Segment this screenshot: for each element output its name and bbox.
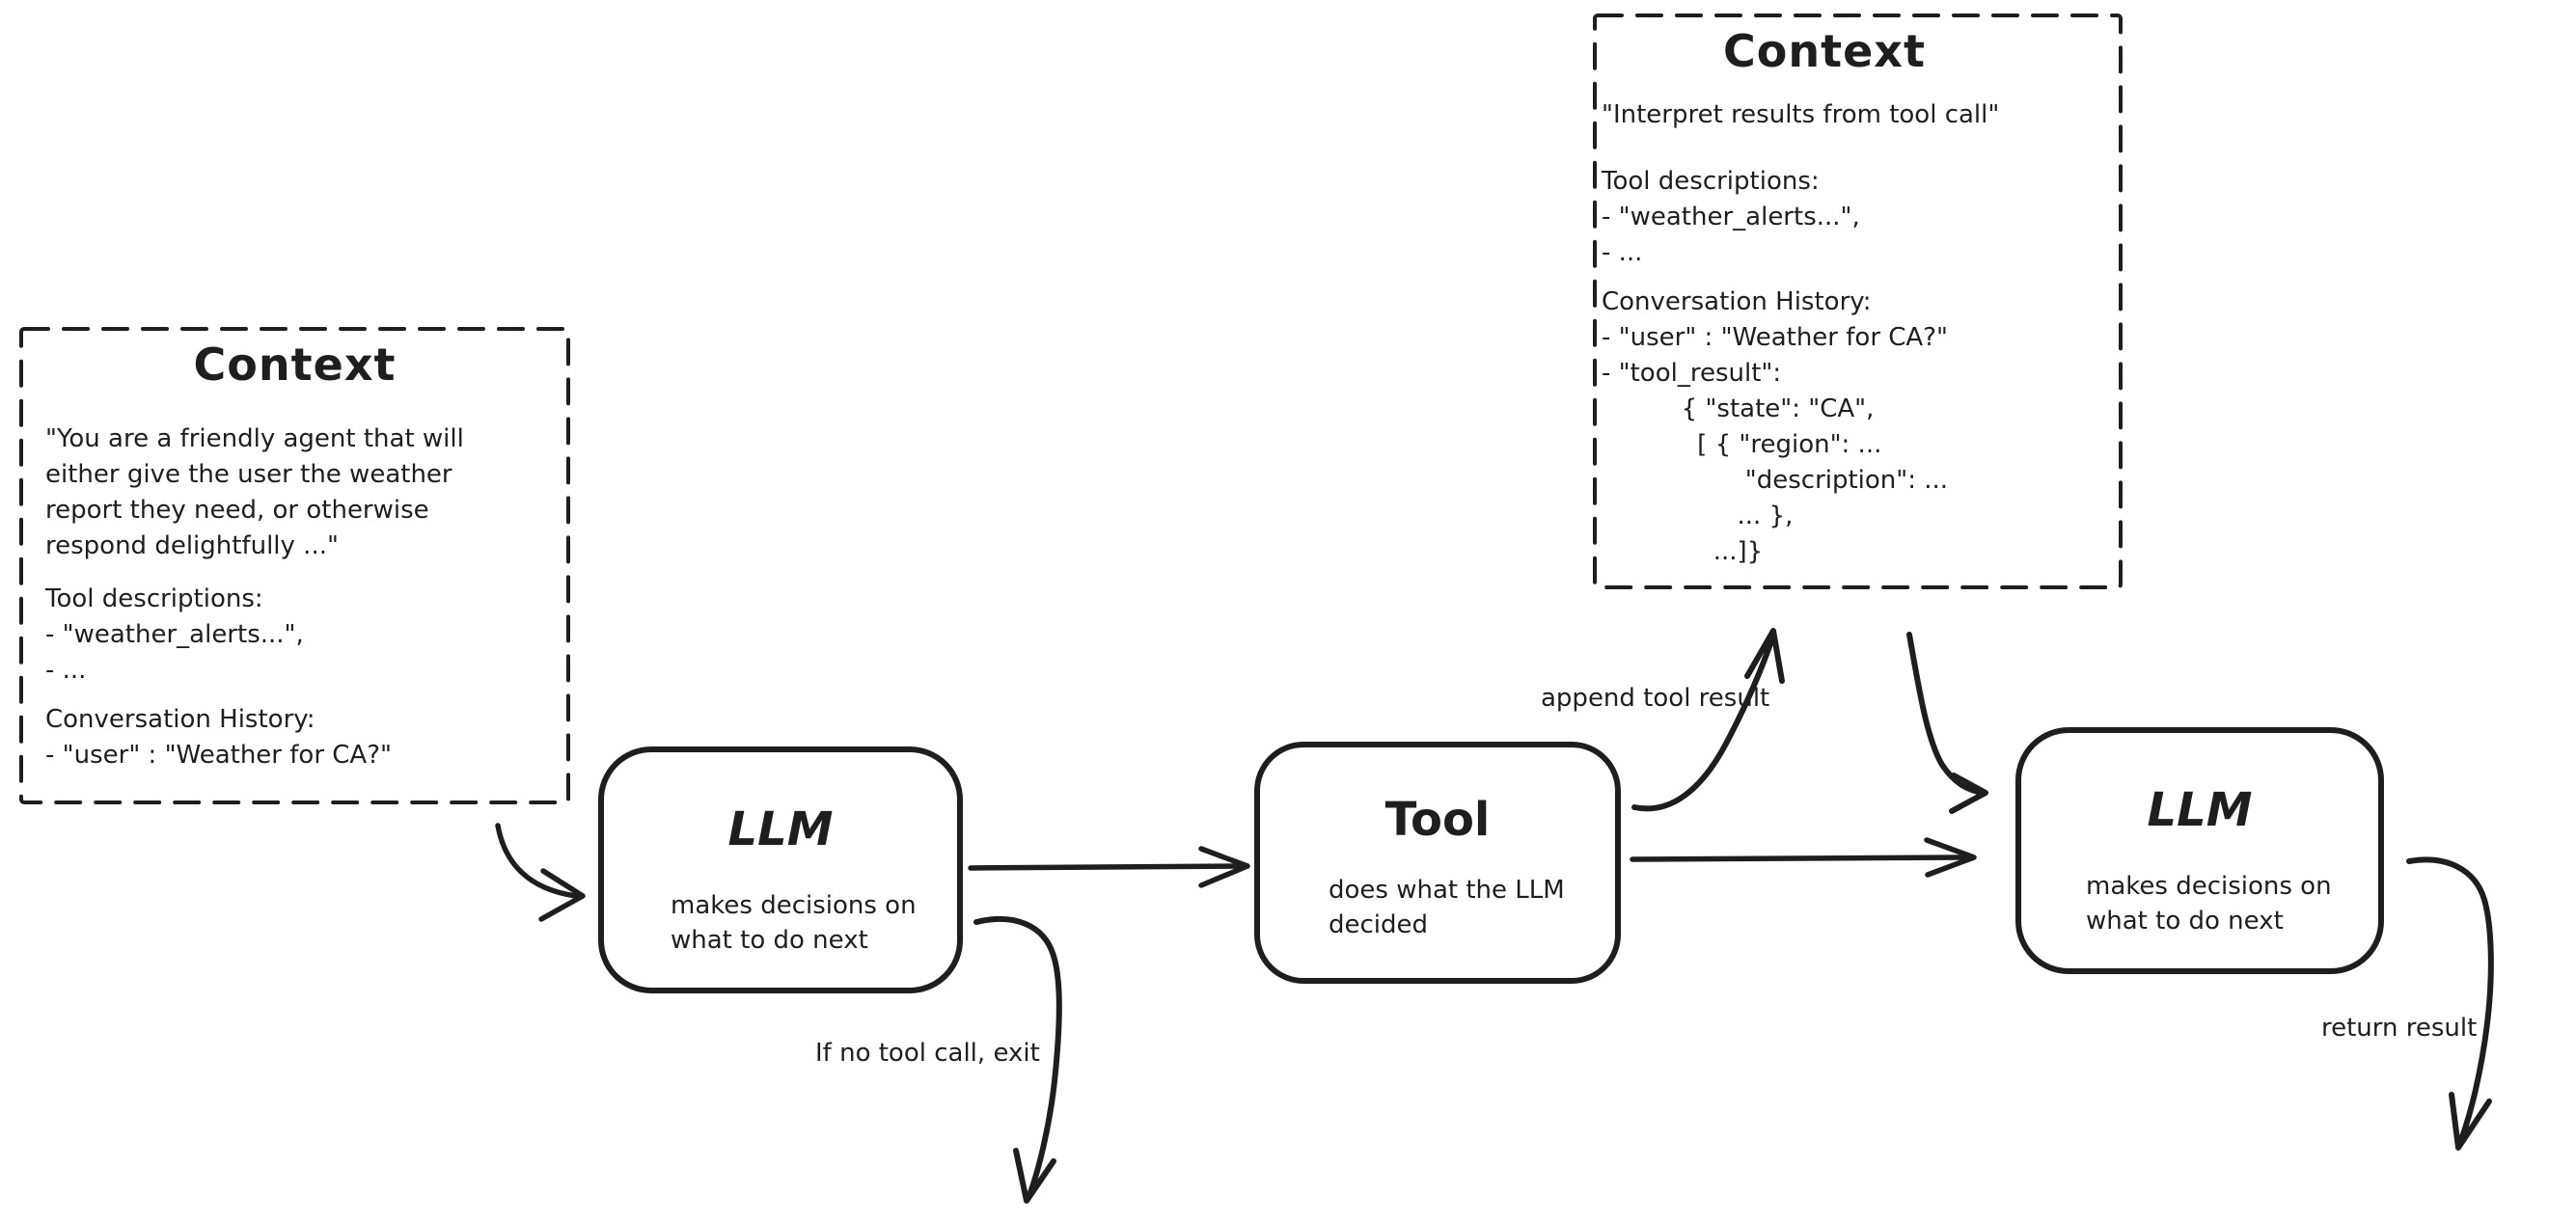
arrow-llm1-to-tool xyxy=(968,846,1250,888)
arrow-context-to-llm1 xyxy=(495,823,586,922)
llm1-node-description: makes decisions on what to do next xyxy=(671,891,917,955)
result-context-system-prompt: "Interpret results from tool call" xyxy=(1602,100,2000,129)
llm2-node: LLM makes decisions on what to do next xyxy=(2018,730,2381,971)
arrow-tool-to-context xyxy=(1631,628,1785,812)
arrow-llm2-return xyxy=(2406,856,2494,1151)
left-context-tool-descriptions: Tool descriptions: - "weather_alerts..."… xyxy=(45,584,304,685)
tool-node-border xyxy=(1254,742,1621,984)
llm2-node-description: makes decisions on what to do next xyxy=(2086,872,2332,936)
llm2-node-title: LLM xyxy=(2147,783,2253,837)
result-context-tool-descriptions: Tool descriptions: - "weather_alerts..."… xyxy=(1602,167,1860,267)
left-context-system-prompt: "You are a friendly agent that will eith… xyxy=(45,424,464,560)
llm1-node-border xyxy=(598,746,963,993)
left-context-title: Context xyxy=(193,339,397,391)
left-context-conversation-history: Conversation History: - "user" : "Weathe… xyxy=(45,705,392,770)
result-context-border xyxy=(1593,14,2123,589)
append-tool-result-label: append tool result xyxy=(1541,684,1770,713)
arrow-context-to-llm2 xyxy=(1906,632,1988,814)
left-context-border xyxy=(19,327,570,804)
no-tool-call-exit-label: If no tool call, exit xyxy=(815,1039,1040,1068)
result-context-title: Context xyxy=(1723,25,1926,77)
tool-node-title: Tool xyxy=(1384,793,1491,847)
tool-node-description: does what the LLM decided xyxy=(1329,876,1565,939)
tool-node: Tool does what the LLM decided xyxy=(1257,745,1618,981)
return-result-label: return result xyxy=(2321,1014,2478,1043)
llm2-node-border xyxy=(2015,727,2384,974)
llm1-node-title: LLM xyxy=(727,802,834,856)
arrow-llm1-exit xyxy=(973,916,1062,1204)
llm1-node: LLM makes decisions on what to do next xyxy=(601,749,960,990)
result-context-conversation-history: Conversation History: - "user" : "Weathe… xyxy=(1602,287,1949,566)
arrow-tool-to-llm2 xyxy=(1630,837,1977,878)
